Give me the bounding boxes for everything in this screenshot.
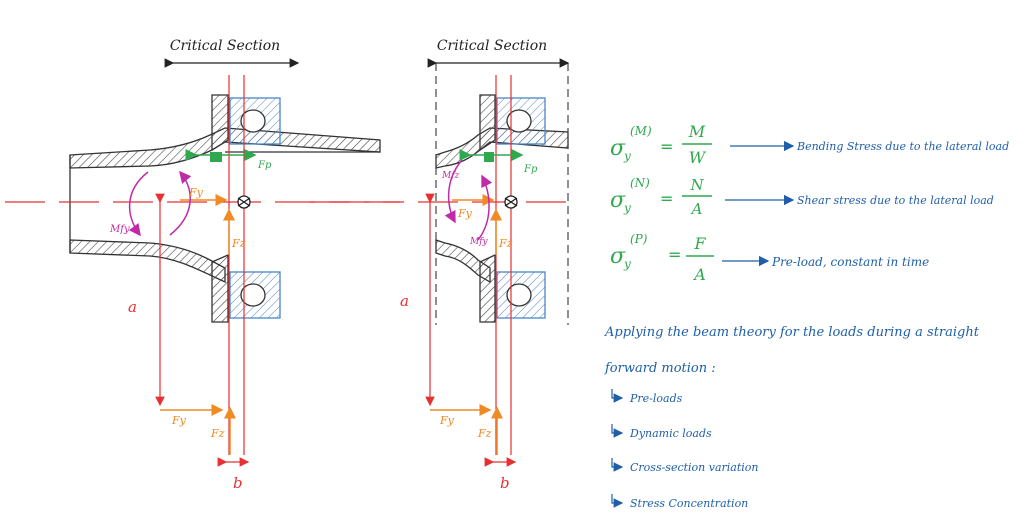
eq3-sigma: σ [610,244,626,269]
notes: Applying the beam theory for the loads d… [604,325,980,510]
svg-text:=: = [660,189,673,208]
notes-line-1: Applying the beam theory for the loads d… [604,325,980,340]
eq1-sub: y [623,149,631,163]
notes-item-label: Pre-loads [629,392,683,405]
notes-item-arrow-icon [611,424,624,438]
equations: σ y (M) = M W Bending Stress due to the … [610,122,1009,284]
right-mfy-arc [477,174,493,241]
notes-item-pre-loads: Pre-loads [611,389,683,405]
eq3-description: Pre-load, constant in time [771,255,929,269]
right-fz-bottom-label: Fz [477,427,492,440]
eq1-description: Bending Stress due to the lateral load [796,140,1009,153]
eq2-denominator: A [690,200,703,218]
svg-text:=: = [660,137,673,156]
left-fy-bottom-label: Fy [171,414,187,427]
eq2-sigma: σ [610,188,626,213]
left-dim-a-label: a [128,298,137,316]
notes-item-cross-section: Cross-section variation [611,458,759,474]
notes-item-dynamic-loads: Dynamic loads [611,424,712,440]
notes-item-label: Cross-section variation [630,461,759,474]
right-mfz-label: Mfz [441,171,460,181]
left-mfy-arc-2 [169,170,192,236]
eq3-numerator: F [693,234,706,253]
right-dim-b-label: b [500,474,510,492]
eq3-denominator: A [692,265,706,284]
right-dim-a-label: a [400,292,409,310]
right-fy-bottom-label: Fy [439,414,455,427]
right-critical-fillet [484,152,494,162]
left-dim-b-label: b [233,474,243,492]
right-axle [435,94,569,323]
notes-item-label: Dynamic loads [629,427,712,440]
equation-preload: σ y (P) = F A Pre-load, constant in time [610,232,929,284]
equation-bending: σ y (M) = M W Bending Stress due to the … [610,122,1009,167]
notes-item-arrow-icon [611,494,624,508]
right-fz-label: Fz [498,237,513,250]
right-fp-label: Fp [523,164,538,175]
left-fp-label: Fp [257,160,272,171]
eq2-description: Shear stress due to the lateral load [797,194,994,207]
eq1-sup: (M) [630,124,652,138]
eq1-numerator: M [688,122,706,141]
left-fz-label: Fz [231,237,246,250]
left-mfy-arc-1 [128,171,149,237]
right-mfz-arc [444,159,463,224]
eq3-sup: (P) [630,232,648,246]
left-mfy-label: Mfy [109,224,130,235]
left-critical-section-label: Critical Section [170,38,280,54]
left-fy-label: Fy [188,186,204,199]
right-mfy-label: Mfy [469,237,489,247]
right-critical-section-label: Critical Section [437,38,547,54]
eq2-numerator: N [689,176,704,194]
left-figure: Critical Section [5,38,400,492]
notes-line-2: forward motion : [604,361,716,376]
eq2-sub: y [623,201,631,215]
notes-item-stress-concentration: Stress Concentration [611,494,748,510]
left-critical-fillet [210,152,222,162]
equation-shear: σ y (N) = N A Shear stress due to the la… [610,176,994,218]
right-figure: Critical Section a b [310,38,570,492]
eq2-sup: (N) [630,176,650,190]
notes-item-arrow-icon [611,389,624,403]
notes-item-label: Stress Concentration [630,497,748,510]
eq3-sub: y [623,257,631,271]
eq1-denominator: W [689,148,707,167]
left-fz-bottom-label: Fz [210,427,225,440]
left-axle [69,94,381,323]
eq1-sigma: σ [610,136,626,161]
svg-text:=: = [668,245,681,264]
right-fy-label: Fy [457,207,473,220]
notes-item-arrow-icon [611,458,624,472]
